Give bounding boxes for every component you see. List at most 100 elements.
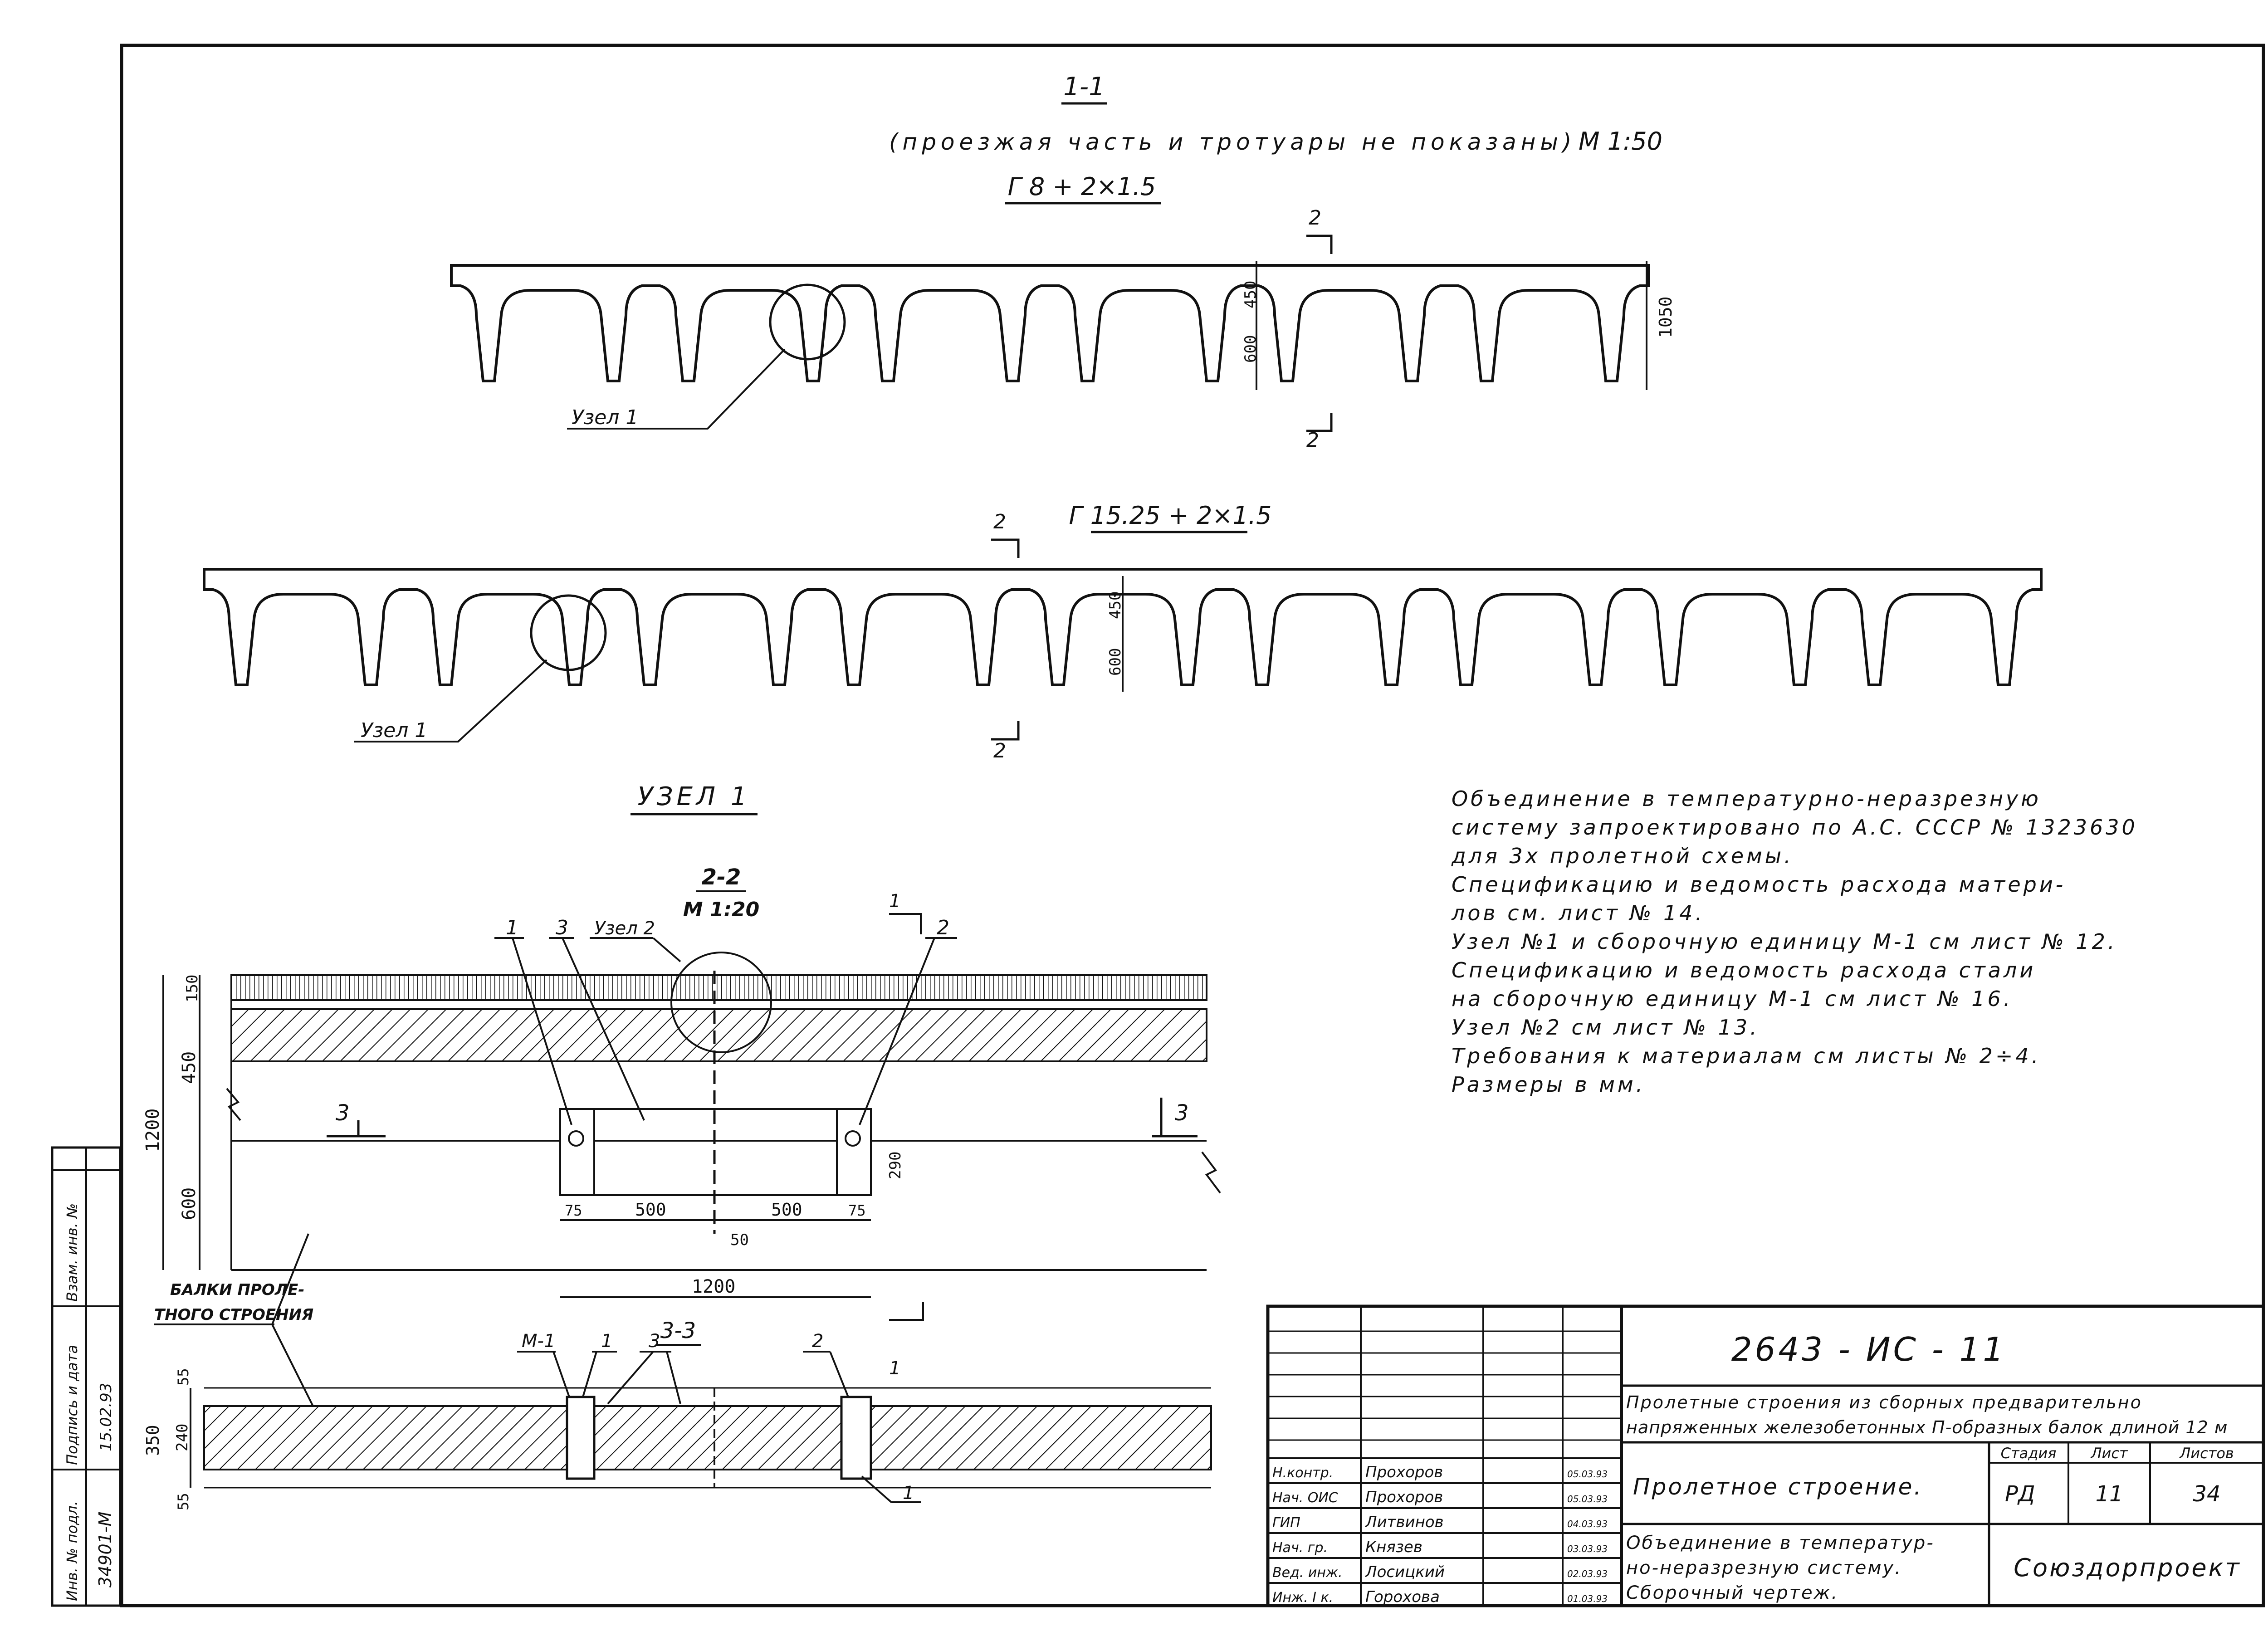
stage-header: Стадия: [2001, 1445, 2057, 1462]
node-1-cut-1: 1: [889, 891, 900, 912]
side-stamp-inv-podl: Инв. № подл.: [64, 1501, 81, 1601]
node-1-dim-1200: 1200: [142, 1109, 163, 1152]
section-3-3-callout-1b: 1: [601, 1331, 612, 1352]
note-line: Узел №1 и сборочную единицу М-1 см лист …: [1452, 929, 2117, 954]
span-a-node-label: Узел 1: [572, 406, 638, 429]
signature-role: Вед. инж.: [1272, 1565, 1343, 1581]
node-1-dim-450: 450: [179, 1051, 200, 1084]
note-line: на сборочную единицу М-1 см лист № 16.: [1452, 987, 2013, 1011]
note-line: для 3х пролетной схемы.: [1452, 844, 1794, 868]
signature-name: Литвинов: [1364, 1513, 1444, 1531]
section-3-3-callout-2b: 2: [812, 1331, 823, 1352]
span-a-dim-upper: 450: [1242, 281, 1260, 308]
note-line: лов см. лист № 14.: [1452, 901, 1705, 925]
section-3-3-slab-right: [870, 1405, 1212, 1470]
node-1-dim-75-left: 75: [565, 1202, 582, 1219]
side-stamp-vzam-inv: Взам. инв. №: [64, 1203, 81, 1302]
signature-date: 05.03.93: [1567, 1469, 1608, 1480]
node-1-dim-500-right: 500: [771, 1200, 802, 1220]
sheets-value: 34: [2193, 1481, 2220, 1507]
section-3-3-dim-55-bottom: 55: [175, 1493, 192, 1510]
node-1-dim-1200-bottom: 1200: [692, 1276, 735, 1297]
note-line: Объединение в температурно-неразрезную: [1452, 786, 2041, 811]
span-a-cut-bottom: 2: [1306, 429, 1319, 452]
node-1-detail: УЗЕЛ 1 2-2 М 1:20 1 3 Узел 2 2 1: [142, 782, 1221, 1510]
span-b-label: Г 15.25 + 2×1.5: [1069, 501, 1272, 530]
drawing-name-line1: Объединение в температур-: [1626, 1533, 1935, 1553]
span-b-dim-lower: 600: [1106, 648, 1124, 676]
signature-role: Нач. ОИС: [1272, 1490, 1338, 1506]
section-3-3-dim-240: 240: [173, 1424, 191, 1451]
signature-date: 04.03.93: [1567, 1519, 1608, 1529]
span-b-cut-top: 2: [993, 510, 1006, 533]
signature-role: Инж. I к.: [1272, 1590, 1333, 1606]
signature-name: Прохоров: [1365, 1488, 1443, 1506]
section-3-3-dim-55-top: 55: [175, 1368, 192, 1386]
span-b-beams: [203, 568, 2043, 686]
span-b-node-label: Узел 1: [361, 719, 427, 742]
sheets-header: Листов: [2179, 1445, 2234, 1462]
span-a-label: Г 8 + 2×1.5: [1008, 172, 1156, 201]
deck-top-layer: [230, 974, 1207, 1001]
signature-name: Горохова: [1365, 1588, 1440, 1606]
node-1-dim-500-left: 500: [635, 1200, 666, 1220]
project-title-line2: напряженных железобетонных П-образных ба…: [1626, 1417, 2228, 1437]
span-a-cut-top: 2: [1309, 206, 1321, 230]
node-1-cut-3-right: 3: [1175, 1100, 1189, 1126]
sheet-frame: [120, 44, 2265, 1607]
section-1-1-header: 1-1 (проезжая часть и тротуары не показа…: [889, 72, 1662, 156]
node-2-circle: [670, 952, 772, 1053]
node-1-cut-3-left: 3: [336, 1100, 350, 1126]
section-3-3-callout-m1: М-1: [522, 1331, 555, 1352]
node-1-dim-600: 600: [179, 1187, 200, 1220]
span-b-node-circle: [530, 594, 607, 671]
side-stamp-podpis-data: Подпись и дата: [64, 1345, 81, 1465]
section-1-1-scale: М 1:50: [1579, 127, 1662, 156]
signature-date: 01.03.93: [1567, 1593, 1608, 1604]
node-1-dim-75-right: 75: [848, 1202, 866, 1219]
organization: Союздорпроект: [2014, 1553, 2241, 1582]
note-line: Размеры в мм.: [1452, 1072, 1646, 1097]
plate-right: [836, 1108, 872, 1196]
signature-role: Н.контр.: [1272, 1465, 1333, 1481]
drawing-name-line3: Сборочный чертеж.: [1626, 1582, 1838, 1603]
signature-name: Князев: [1365, 1538, 1422, 1556]
note-line: Узел №2 см лист № 13.: [1452, 1015, 1760, 1040]
section-3-3-slab-left: [203, 1405, 568, 1470]
span-b-cut-bottom: 2: [993, 739, 1006, 762]
side-stamp: Взам. инв. № Подпись и дата 15.02.93 Инв…: [51, 1146, 122, 1607]
note-line: систему запроектировано по А.С. СССР № 1…: [1452, 815, 2138, 840]
section-3-3-slab-mid: [593, 1405, 842, 1470]
signature-name: Прохоров: [1365, 1463, 1443, 1481]
sheet-name: Пролетное строение.: [1633, 1474, 1923, 1500]
signature-date: 03.03.93: [1567, 1543, 1608, 1554]
node-1-title: УЗЕЛ 1: [638, 782, 751, 811]
deck-slab: [230, 1008, 1207, 1062]
section-3-3-mark: 3-3: [660, 1318, 696, 1343]
node-1-dim-290: 290: [886, 1152, 904, 1179]
signature-role: Нач. гр.: [1272, 1540, 1328, 1556]
node-1-callout-1: 1: [506, 916, 518, 939]
section-3-3-callout-3b: 3: [649, 1331, 660, 1352]
sheet-header: Лист: [2090, 1445, 2128, 1462]
section-1-1-mark: 1-1: [1063, 72, 1105, 102]
section-3-3-callout-1c: 1: [903, 1483, 914, 1504]
stage-value: РД: [2005, 1481, 2035, 1507]
signature-date: 05.03.93: [1567, 1494, 1608, 1504]
beams-label-line1: БАЛКИ ПРОЛЕ-: [170, 1281, 304, 1299]
section-2-2-scale: М 1:20: [683, 898, 760, 921]
span-a-dim-total: 1050: [1656, 296, 1676, 338]
section-3-3-dim-350: 350: [143, 1425, 163, 1456]
section-1-1-caption: (проезжая часть и тротуары не показаны): [889, 129, 1576, 155]
span-a-beams: [450, 264, 1650, 382]
span-a-node-circle: [769, 283, 846, 361]
node-1-callout-2: 2: [937, 916, 949, 939]
node-1-callout-3: 3: [556, 916, 568, 939]
section-2-2-mark: 2-2: [702, 864, 741, 890]
span-b-dim-upper: 450: [1106, 591, 1124, 619]
signature-date: 02.03.93: [1567, 1568, 1608, 1579]
side-stamp-inv-podl-value: 34901-М: [95, 1512, 115, 1587]
